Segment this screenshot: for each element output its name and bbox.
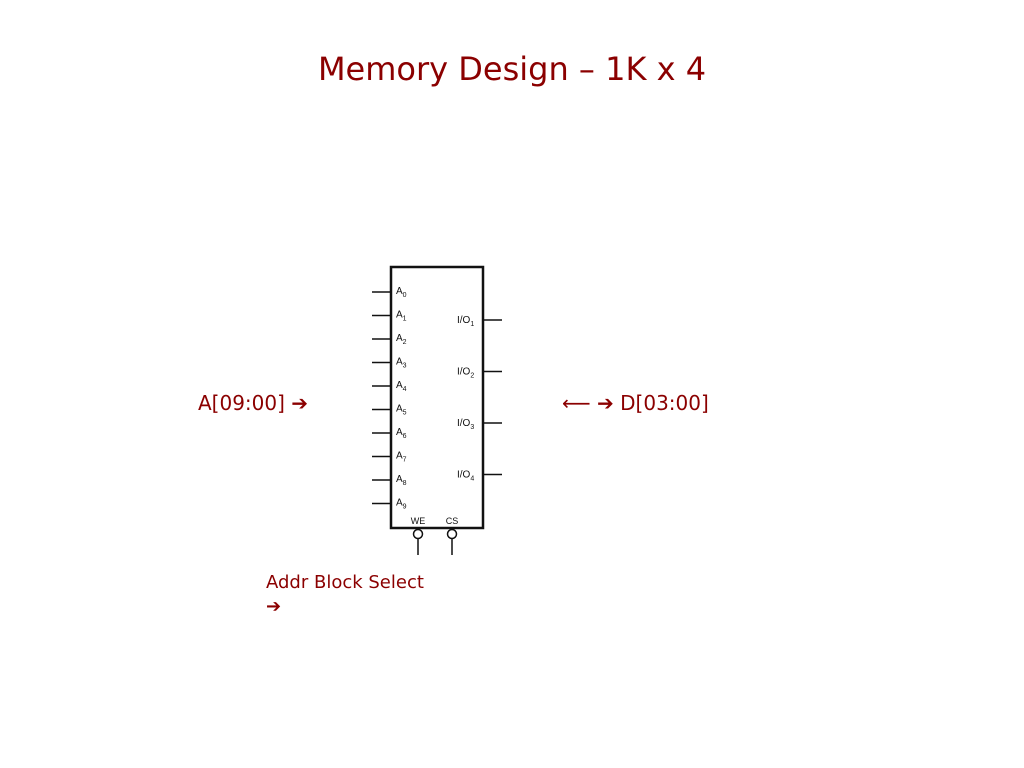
- block-select-label: Addr Block Select ➔: [266, 571, 424, 619]
- io-pin-label: I/O2: [457, 367, 474, 380]
- slide-title: Memory Design – 1K x 4: [317, 50, 707, 88]
- address-pin-label: A8: [396, 474, 407, 487]
- address-pin-label: A1: [396, 310, 407, 323]
- block-select-text: Addr Block Select: [266, 572, 424, 593]
- control-pin-label: WE: [411, 516, 426, 526]
- address-pin-label: A0: [396, 286, 407, 299]
- address-pin-label: A9: [396, 498, 407, 511]
- active-low-bubble: [446, 528, 458, 540]
- address-pin-label: A7: [396, 451, 407, 464]
- address-pin-label: A4: [396, 380, 407, 393]
- address-pin-label: A2: [396, 333, 407, 346]
- data-bus-label: ⟵ ➔ D[03:00]: [562, 391, 709, 415]
- block-select-arrow: ➔: [266, 596, 282, 617]
- address-pin-label: A5: [396, 404, 407, 417]
- address-pin-label: A6: [396, 427, 407, 440]
- address-bus-label: A[09:00] ➔: [198, 391, 309, 415]
- control-pins: WE CS: [411, 516, 459, 555]
- io-pins: I/O1I/O2I/O3I/O4: [457, 315, 502, 483]
- io-pin-label: I/O4: [457, 470, 474, 483]
- control-pin-label: CS: [446, 516, 459, 526]
- address-pin-label: A3: [396, 357, 407, 370]
- io-pin-label: I/O3: [457, 418, 474, 431]
- io-pin-label: I/O1: [457, 315, 474, 328]
- active-low-bubble: [412, 528, 424, 540]
- chip-body: [389, 265, 485, 530]
